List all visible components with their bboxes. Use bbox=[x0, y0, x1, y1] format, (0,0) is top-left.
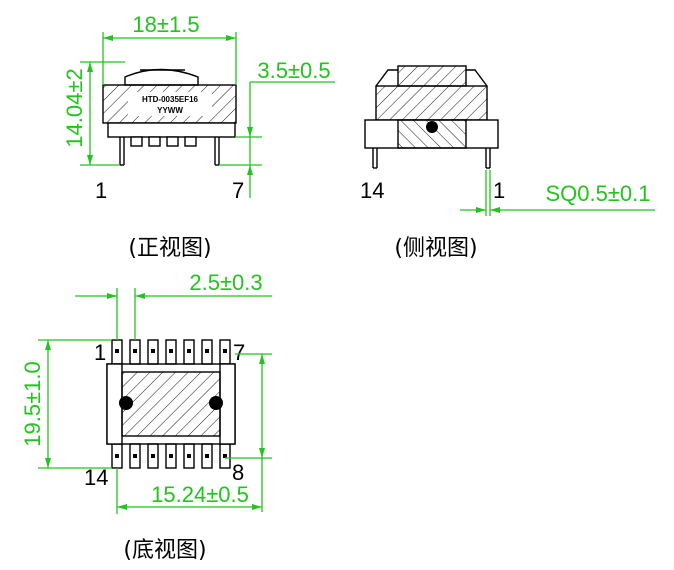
bottom-pin-8-label: 8 bbox=[232, 460, 244, 485]
bottom-bottom-pin-tabs bbox=[111, 443, 231, 469]
front-base bbox=[107, 122, 236, 138]
front-height-dimension: 14.04±2 bbox=[62, 68, 87, 147]
bottom-pin-1-label: 1 bbox=[94, 340, 106, 365]
side-body bbox=[375, 85, 488, 121]
front-view-caption: (正视图) bbox=[128, 236, 211, 261]
side-pin-1-label: 1 bbox=[493, 178, 505, 203]
bottom-dot-right bbox=[209, 396, 223, 410]
front-standoff-dimension: 3.5±0.5 bbox=[257, 58, 330, 83]
side-pin-dimension: SQ0.5±0.1 bbox=[545, 181, 650, 206]
side-pins bbox=[372, 148, 491, 169]
bottom-dot-left bbox=[119, 396, 133, 410]
bottom-view: 1 7 14 8 2.5±0.3 19.5±1.0 15.24±0.5 (底视图… bbox=[20, 270, 272, 563]
front-core-top bbox=[124, 68, 199, 86]
bottom-pin-14-label: 14 bbox=[84, 465, 108, 490]
front-pin-7-label: 7 bbox=[232, 178, 244, 203]
marking-text-1: HTD-0035EF16 bbox=[142, 95, 199, 104]
front-width-dimension: 18±1.5 bbox=[132, 12, 199, 37]
bottom-width-dimension: 15.24±0.5 bbox=[151, 482, 249, 507]
side-view-caption: (侧视图) bbox=[394, 236, 477, 261]
side-view: 14 1 SQ0.5±0.1 (侧视图) bbox=[360, 65, 655, 261]
side-core-top bbox=[397, 65, 467, 87]
front-pin-1-label: 1 bbox=[95, 178, 107, 203]
bottom-pitch-dimension: 2.5±0.3 bbox=[189, 270, 262, 295]
front-pins bbox=[119, 137, 220, 166]
bottom-height-dimension: 19.5±1.0 bbox=[20, 361, 45, 446]
side-polarity-dot bbox=[426, 121, 438, 133]
marking-text-2: YYWW bbox=[157, 106, 183, 115]
bottom-top-pin-tabs bbox=[111, 339, 231, 365]
bottom-view-caption: (底视图) bbox=[123, 538, 206, 563]
bottom-core bbox=[121, 371, 221, 437]
bottom-pin-7-label: 7 bbox=[233, 340, 245, 365]
side-pin-14-label: 14 bbox=[360, 178, 384, 203]
front-view: HTD-0035EF16 YYWW 1 7 18±1.5 14 bbox=[62, 12, 335, 261]
